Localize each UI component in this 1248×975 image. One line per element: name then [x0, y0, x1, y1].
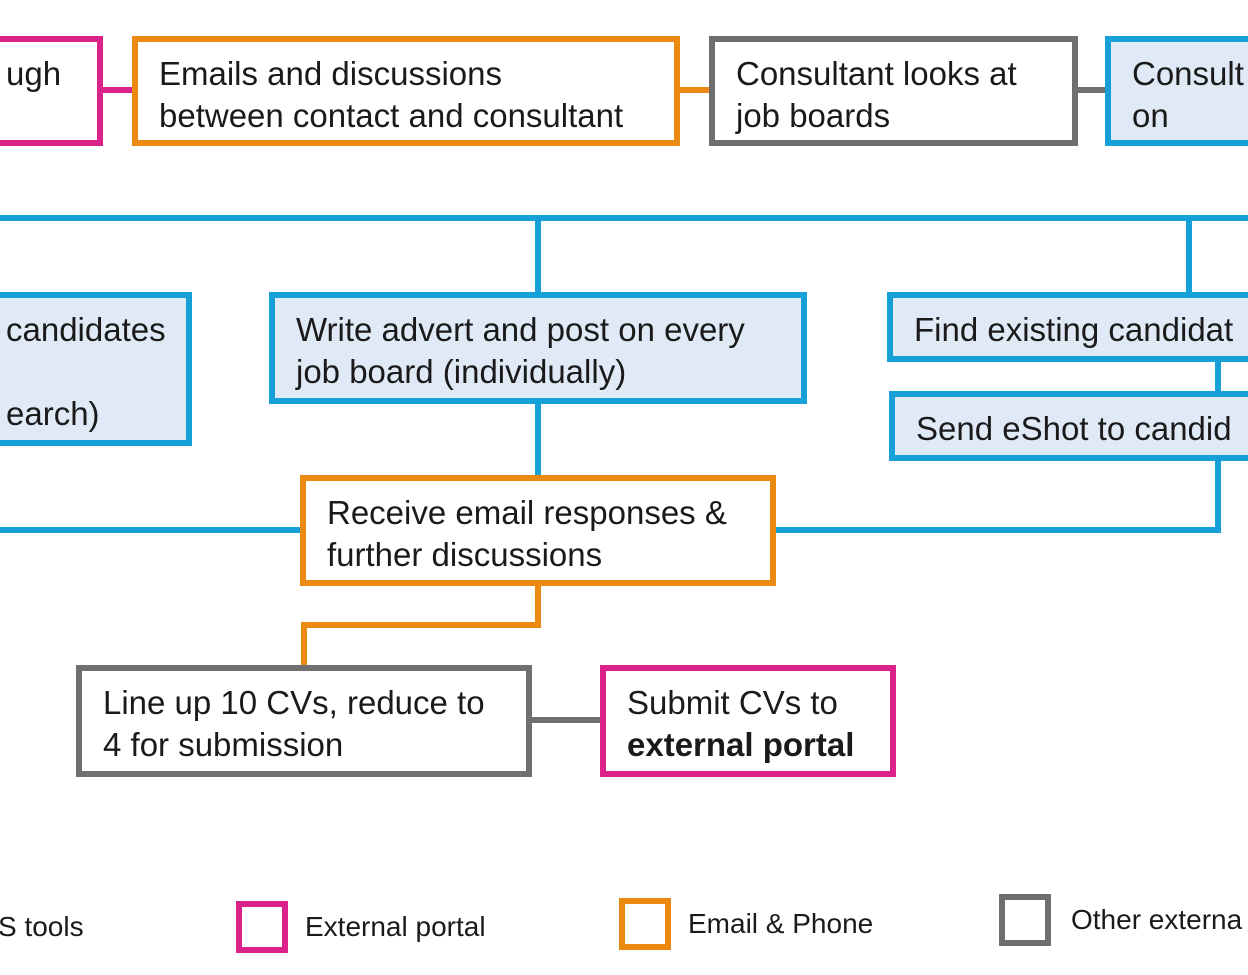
node-top-left-partial: ugh	[0, 36, 103, 146]
node-text: further discussions	[327, 536, 603, 573]
node-text: between contact and consultant	[159, 97, 624, 134]
node-text: Consultant looks at	[736, 55, 1017, 92]
node-text: candidates	[6, 311, 166, 348]
legend-label-external-portal: External portal	[305, 911, 486, 942]
node-emails-discussions: Emails and discussions between contact a…	[132, 36, 680, 146]
node-text: job boards	[736, 97, 891, 134]
node-consultant-right-partial: Consult on	[1105, 36, 1248, 146]
legend-swatch-external-portal	[236, 901, 288, 953]
node-line-up-cvs: Line up 10 CVs, reduce to 4 for submissi…	[76, 665, 532, 777]
node-text: Consult	[1132, 55, 1244, 92]
node-write-advert: Write advert and post on every job board…	[269, 292, 807, 404]
node-receive-responses: Receive email responses & further discus…	[300, 475, 776, 586]
node-text: on	[1132, 97, 1169, 134]
node-text: Find existing candidat	[914, 311, 1234, 348]
legend-swatch-other-external	[999, 894, 1051, 946]
node-text: Line up 10 CVs, reduce to	[103, 684, 485, 721]
node-text: earch)	[6, 395, 100, 432]
node-text: Submit CVs to	[627, 684, 838, 721]
connector-receive-to-lineup	[301, 584, 541, 667]
node-text: job board (individually)	[296, 353, 627, 390]
node-text: Emails and discussions	[159, 55, 502, 92]
node-submit-cvs: Submit CVs to external portal	[600, 665, 896, 777]
legend-swatch-email-phone	[619, 898, 671, 950]
node-candidates-partial: candidates earch)	[0, 292, 192, 446]
node-text: Send eShot to candid	[916, 410, 1232, 447]
node-text: Receive email responses &	[327, 494, 727, 531]
node-text: 4 for submission	[103, 726, 344, 763]
node-find-existing: Find existing candidat	[887, 292, 1248, 362]
node-text-blank	[6, 351, 168, 393]
legend-label-other-external: Other externa	[1071, 904, 1243, 935]
node-text-bold: external portal	[627, 726, 855, 763]
legend-label-internal-tools: S tools	[0, 911, 84, 942]
node-send-eshot: Send eShot to candid	[889, 391, 1248, 461]
node-consultant-job-boards: Consultant looks at job boards	[709, 36, 1078, 146]
legend-label-email-phone: Email & Phone	[688, 908, 874, 939]
node-text: Write advert and post on every	[296, 311, 745, 348]
node-text: ugh	[6, 55, 62, 92]
connector-eshot-to-receive	[774, 459, 1221, 533]
